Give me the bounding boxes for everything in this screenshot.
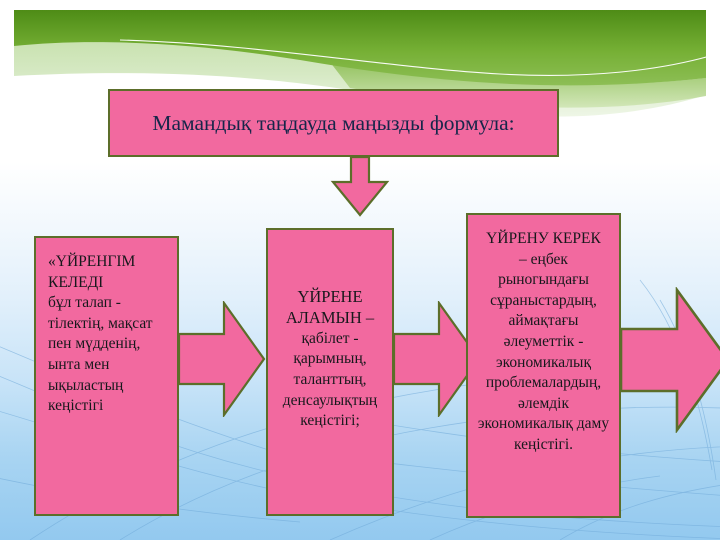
right-arrow-icon-1 xyxy=(178,301,266,417)
concept-box-3: ҮЙРЕНУ КЕРЕК – еңбек рыногындағы сұраныс… xyxy=(466,213,621,518)
concept-box-1-body: бұл талап - тілектің, мақсат пен мүддені… xyxy=(48,294,153,415)
slide-title-box: Мамандық таңдауда маңызды формула: xyxy=(108,89,559,157)
right-arrow-icon-3 xyxy=(620,287,720,433)
concept-box-3-heading: ҮЙРЕНУ КЕРЕК xyxy=(486,230,601,247)
down-arrow-icon xyxy=(330,156,390,218)
concept-box-2: ҮЙРЕНЕ АЛАМЫН – қабілет - қарымның, тала… xyxy=(266,228,394,516)
page-title: Мамандық таңдауда маңызды формула: xyxy=(152,110,515,135)
concept-box-2-body: қабілет - қарымның, таланттың, денсаулық… xyxy=(282,329,378,430)
concept-box-1-heading: «ҮЙРЕНГІМ КЕЛЕДІ xyxy=(48,253,136,291)
concept-box-2-heading: ҮЙРЕНЕ АЛАМЫН – xyxy=(285,287,375,328)
concept-box-1: «ҮЙРЕНГІМ КЕЛЕДІ бұл талап - тілектің, м… xyxy=(34,236,179,516)
concept-box-3-body: – еңбек рыногындағы сұраныстардың, аймақ… xyxy=(477,250,610,454)
